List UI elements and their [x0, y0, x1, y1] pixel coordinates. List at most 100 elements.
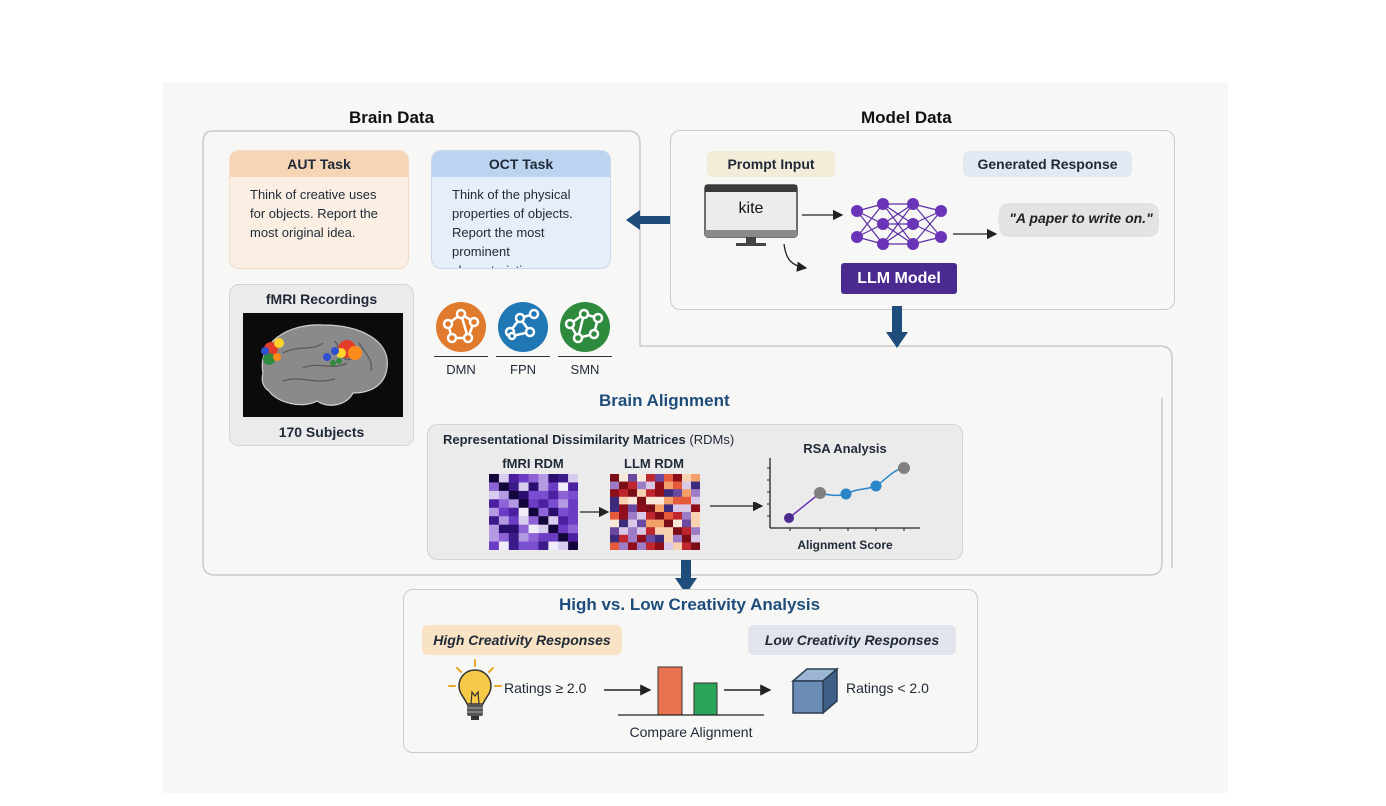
network-label-dmn: DMN — [446, 362, 476, 377]
rdm-cell — [682, 474, 692, 482]
rdm-cell — [628, 489, 638, 498]
rdm-cell — [673, 527, 683, 536]
rdm-cell — [655, 496, 665, 505]
compare-arrows — [604, 684, 772, 696]
rdm-cell — [691, 527, 700, 536]
rdm-cell — [628, 474, 638, 482]
rdm-cell — [628, 527, 638, 536]
response-arrow — [953, 228, 998, 240]
rdm-cell — [558, 474, 569, 483]
rdm-cell — [528, 516, 539, 525]
rdm-cell — [528, 482, 539, 492]
bidirectional-arrow-icon — [626, 210, 684, 230]
rdm-cell — [489, 533, 500, 542]
rdm-cell — [682, 496, 692, 505]
rdm-cell — [610, 496, 620, 505]
rdm-cell — [682, 512, 692, 520]
rdm-cell — [628, 496, 638, 505]
rdm-cell — [628, 542, 638, 550]
rdm-cell — [508, 533, 519, 542]
rdm-cell — [637, 512, 647, 520]
rdm-cell — [548, 541, 559, 550]
rdm-cell — [619, 496, 629, 505]
rdm-cell — [489, 516, 500, 525]
rdm-cell — [508, 499, 519, 509]
rdm-cell — [489, 490, 500, 500]
rdm-cell — [548, 524, 559, 534]
rdm-cell — [489, 474, 500, 483]
rdm-cell — [673, 489, 683, 498]
rdm-cell — [558, 499, 569, 509]
response-text: "A paper to write on." — [1009, 210, 1153, 226]
generated-response-label: Generated Response — [963, 151, 1132, 177]
rdm-cell — [538, 524, 549, 534]
rdm-cell — [528, 541, 539, 550]
brain-data-title: Brain Data — [349, 108, 435, 127]
rdm-cell — [691, 512, 700, 520]
rdm-cell — [655, 527, 665, 536]
rdm-cell — [628, 519, 638, 528]
rdm-cell — [646, 496, 656, 505]
rdm-cell — [508, 516, 519, 525]
rdm-cell — [637, 534, 647, 543]
rdm-cell — [655, 504, 665, 513]
high-rating-text: Ratings ≥ 2.0 — [504, 680, 587, 696]
rdm-cell — [673, 542, 683, 550]
rdm-cell — [548, 533, 559, 542]
rdm-cell — [619, 504, 629, 513]
rdm-cell — [568, 541, 578, 550]
rdm-cell — [538, 490, 549, 500]
rdm-cell — [619, 519, 629, 528]
lightbulb-icon — [448, 659, 502, 720]
rdm-cell — [518, 524, 529, 534]
rdm-cell — [664, 527, 674, 536]
rdm-cell — [538, 474, 549, 483]
oct-task-title: OCT Task — [432, 151, 610, 177]
rdm-cell — [498, 533, 510, 542]
brain-image — [243, 313, 403, 417]
rdm-cell — [646, 542, 656, 550]
prompt-word: kite — [738, 200, 764, 217]
llm-rdm-label: LLM RDM — [624, 456, 684, 471]
rdm-cell — [655, 519, 665, 528]
rdm-cell — [682, 489, 692, 498]
rdm-cell — [691, 504, 700, 513]
rdm-cell — [664, 489, 674, 498]
rdm-cell — [664, 512, 674, 520]
rdm-cell — [610, 542, 620, 550]
rdm-cell — [548, 507, 559, 517]
rdm-cell — [548, 490, 559, 500]
rsa-title: RSA Analysis — [803, 441, 887, 456]
rdm-cell — [646, 474, 656, 482]
rdm-cell — [619, 542, 629, 550]
rdm-cell — [646, 534, 656, 543]
rdm-cell — [673, 519, 683, 528]
rdm-cell — [558, 490, 569, 500]
model-down-arrow-icon — [886, 306, 908, 348]
brain-data-panel — [202, 130, 1173, 576]
rdm-cell — [610, 489, 620, 498]
low-rating-text: Ratings < 2.0 — [846, 680, 929, 696]
rdm-cell — [646, 512, 656, 520]
rdm-cell — [637, 496, 647, 505]
rdm-cell — [691, 519, 700, 528]
rdm-cell — [528, 474, 539, 483]
rdm-cell — [619, 489, 629, 498]
speech-bubble — [998, 203, 1159, 237]
high-creativity-label: High Creativity Responses — [422, 625, 622, 655]
rdm-cell — [508, 541, 519, 550]
rdm-cell — [673, 496, 683, 505]
rdm-cell — [637, 542, 647, 550]
rdm-title-text: Representational Dissimilarity Matrices — [443, 432, 686, 447]
rdm-cell — [673, 474, 683, 482]
rdm-cell — [508, 482, 519, 492]
rdm-cell — [619, 527, 629, 536]
rdm-cell — [655, 534, 665, 543]
brain-alignment-title: Brain Alignment — [599, 391, 730, 410]
dmn-icon — [436, 302, 486, 352]
rdm-cell — [508, 474, 519, 483]
rdm-cell — [538, 499, 549, 509]
rdm-cell — [528, 533, 539, 542]
rdm-cell — [518, 490, 529, 500]
llm-model-label: LLM Model — [841, 263, 957, 294]
